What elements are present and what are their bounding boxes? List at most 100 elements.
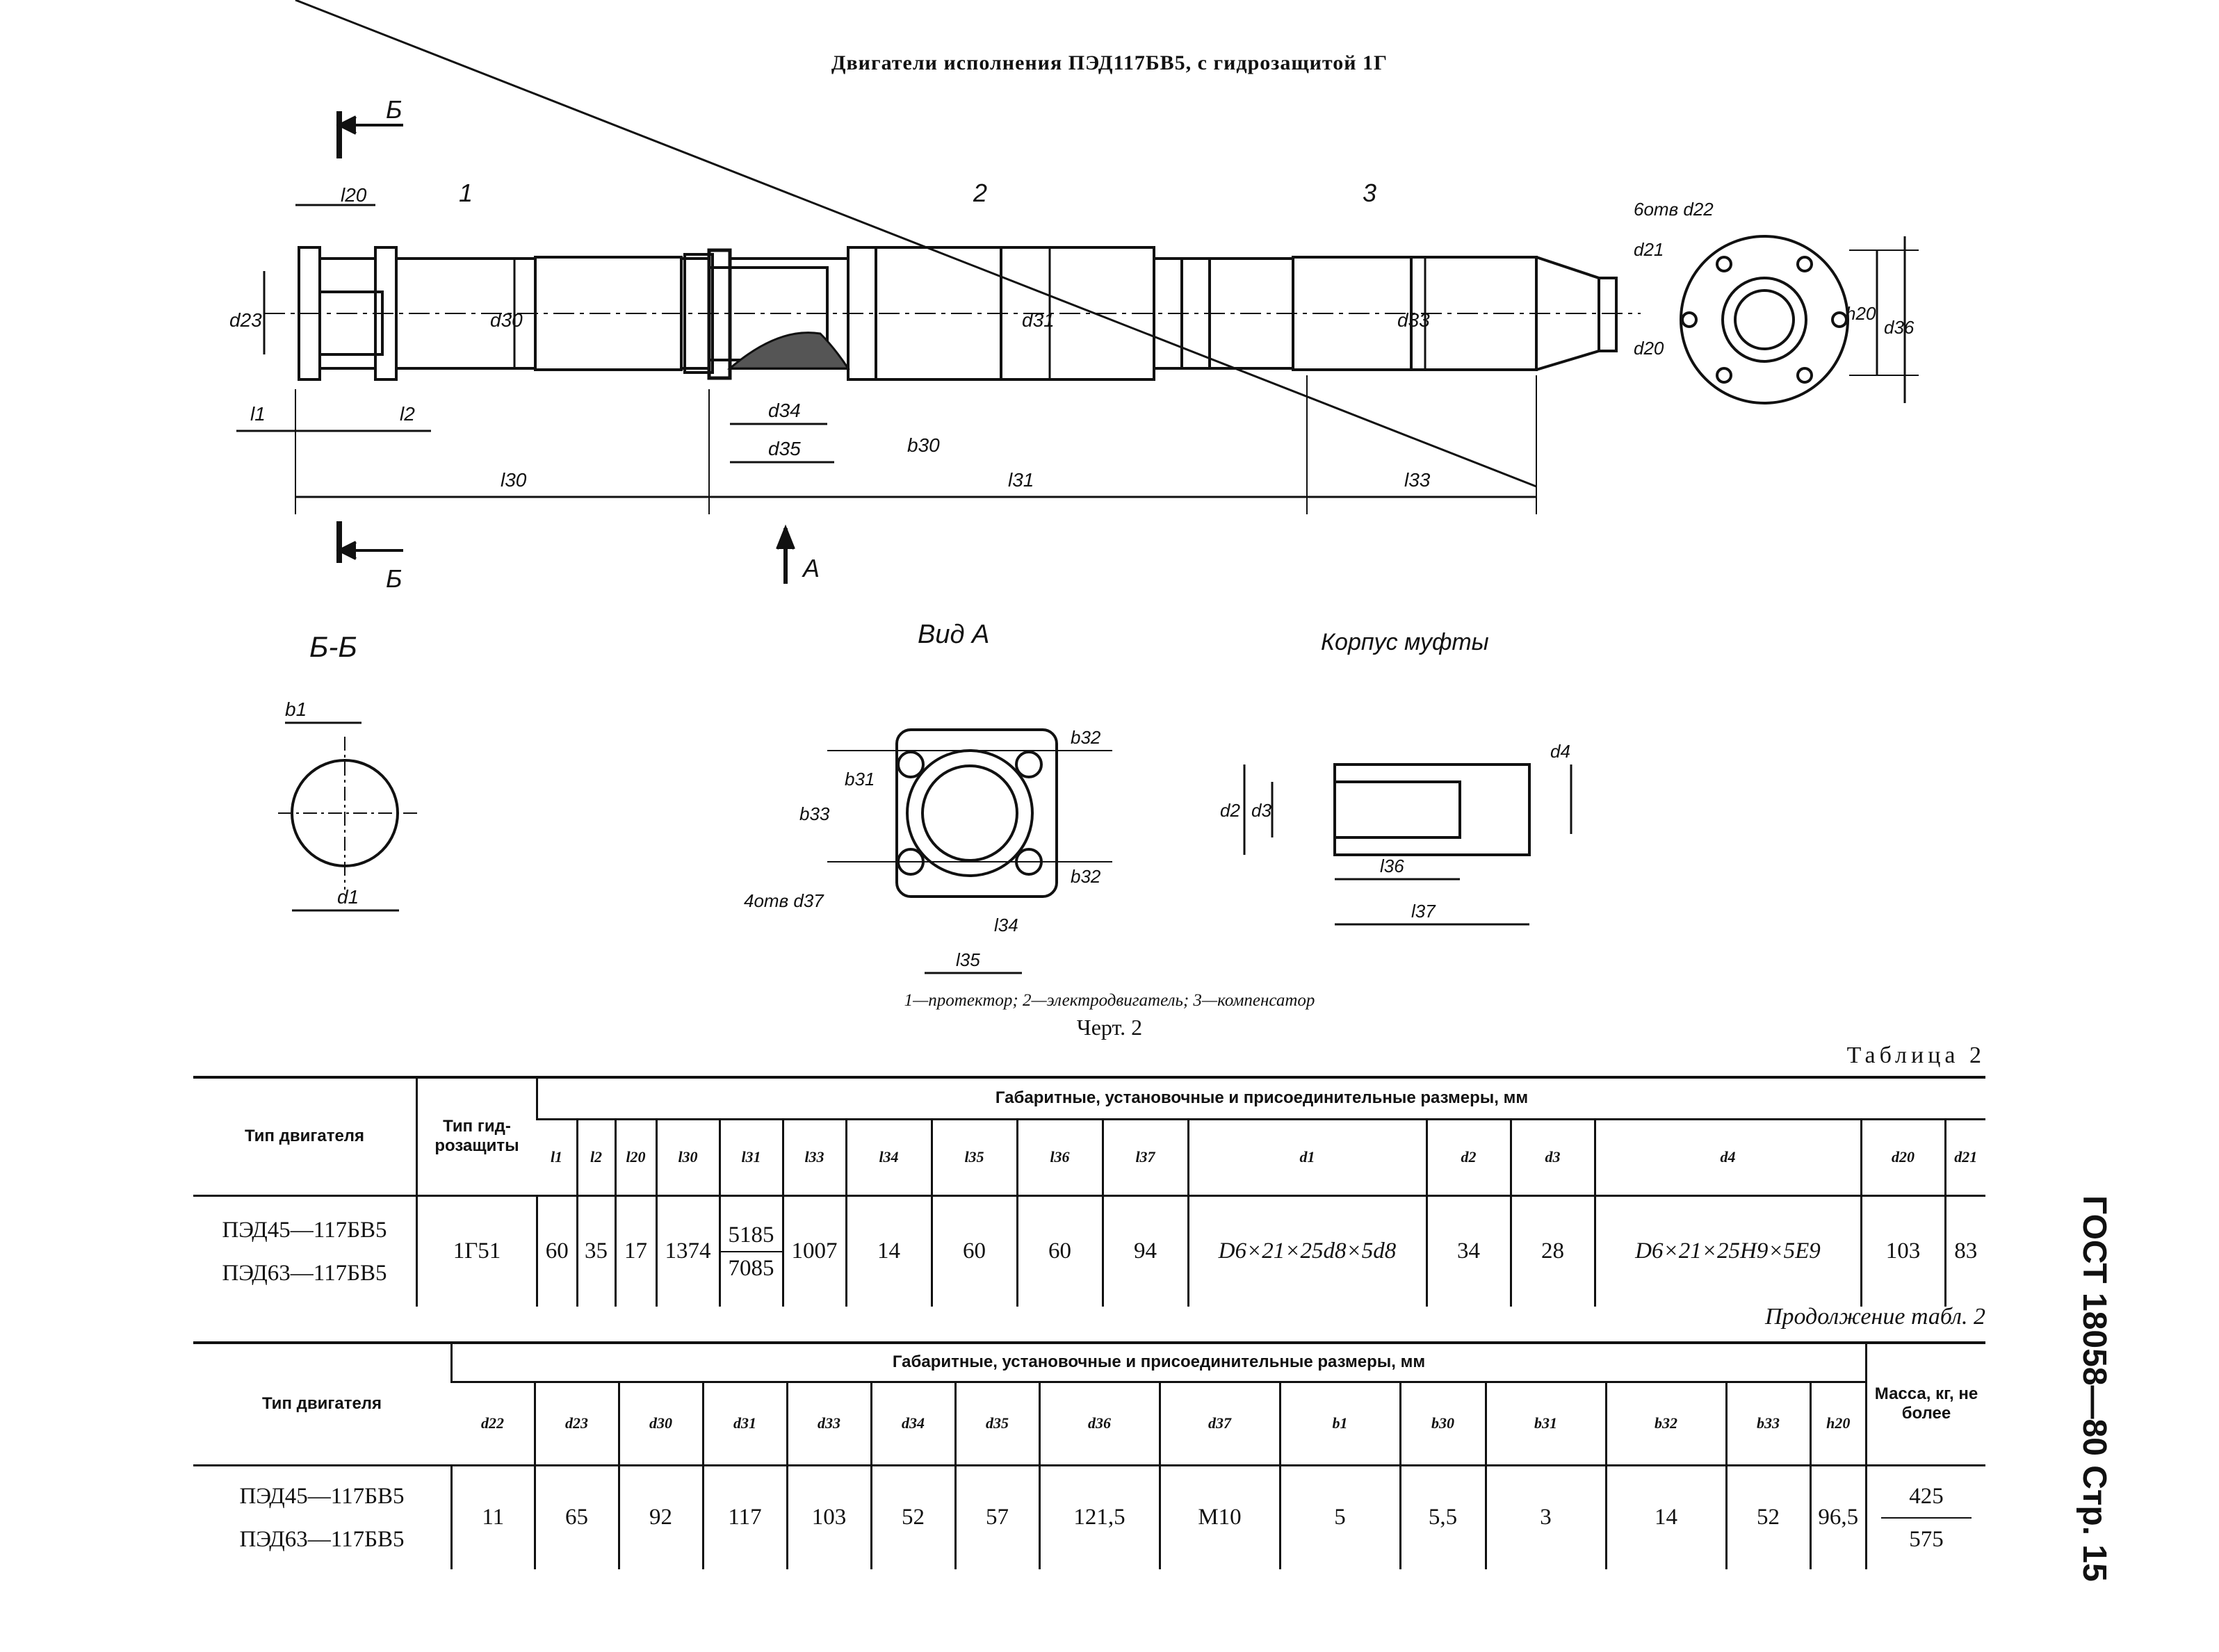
engine-name: ПЭД63—117БВ5	[239, 1526, 405, 1552]
col-dim-b32: b32	[1604, 1382, 1726, 1465]
val-b31: 3	[1484, 1464, 1606, 1569]
dim-d30: d30	[490, 309, 523, 331]
col-dim-d30: d30	[617, 1382, 703, 1465]
val-d1: D6×21×25d8×5d8	[1187, 1194, 1426, 1307]
col-engine-type: Тип двигателя	[261, 1394, 382, 1414]
dim-l37: l37	[1411, 901, 1436, 922]
col-dim-b1: b1	[1278, 1382, 1400, 1465]
val-d3: 28	[1509, 1194, 1595, 1307]
val-d30: 92	[617, 1464, 703, 1569]
view-a-label: Вид А	[918, 620, 989, 649]
col-dim-d4: d4	[1593, 1119, 1861, 1195]
dim-d33: d33	[1397, 309, 1430, 331]
val-l37: 94	[1101, 1194, 1188, 1307]
val-l36: 60	[1016, 1194, 1103, 1307]
val-l20: 17	[614, 1194, 656, 1307]
dim-6otv-d22: 6отв d22	[1634, 199, 1714, 220]
engine-name: ПЭД63—117БВ5	[222, 1260, 387, 1286]
col-dim-l1: l1	[550, 1148, 563, 1166]
col-dim-b30: b30	[1399, 1382, 1486, 1465]
col-dim-d36: d36	[1038, 1382, 1160, 1465]
figure-caption: 1—протектор; 2—электродвигатель; 3—компе…	[904, 991, 1315, 1010]
page-title: Двигатели исполнения ПЭД117БВ5, с гидроз…	[831, 51, 1388, 74]
val-l33: 1007	[781, 1194, 846, 1307]
section-mark-bottom: Б	[386, 564, 402, 593]
col-dim-l33: l33	[781, 1119, 846, 1195]
callout-compensator: 3	[1363, 179, 1376, 207]
section-label: Б-Б	[309, 630, 357, 663]
dim-4otv-d37: 4отв d37	[744, 890, 824, 911]
col-dim-l35: l35	[930, 1119, 1017, 1195]
val-l31: 5185 7085	[718, 1194, 783, 1307]
val-l34: 14	[845, 1194, 932, 1307]
engine-list: ПЭД45—117БВ5 ПЭД63—117БВ5	[193, 1464, 452, 1569]
val-b30: 5,5	[1399, 1464, 1486, 1569]
col-dim-l2: l2	[576, 1119, 615, 1195]
col-dim-d21: d21	[1944, 1119, 1985, 1195]
dim-l20: l20	[341, 184, 367, 206]
dim-b32-top: b32	[1071, 727, 1101, 748]
dim-b33: b33	[799, 803, 830, 824]
dim-l30: l30	[501, 469, 527, 491]
val-mass: 425 575	[1865, 1464, 1985, 1569]
val-d35: 57	[954, 1464, 1039, 1569]
side-standard-label: ГОСТ 18058—80 Стр. 15	[2076, 1195, 2113, 1582]
callout-protector: 1	[459, 179, 473, 207]
dim-d20: d20	[1634, 338, 1664, 359]
col-engine-type: Тип двигателя	[244, 1127, 365, 1146]
val-l35: 60	[930, 1194, 1017, 1307]
dim-l31: l31	[1008, 469, 1034, 491]
val-mass-b: 575	[1909, 1526, 1944, 1552]
val-l31-a: 5185	[720, 1219, 782, 1252]
col-dim-l20: l20	[614, 1119, 656, 1195]
dim-d36: d36	[1884, 317, 1915, 338]
dim-b30: b30	[907, 434, 940, 456]
dim-d35: d35	[768, 438, 801, 459]
dim-d1: d1	[337, 886, 359, 908]
dim-d4: d4	[1550, 741, 1570, 762]
val-mass-a: 425	[1881, 1475, 1972, 1519]
col-group-dims: Габаритные, установочные и присоединител…	[536, 1079, 1985, 1120]
col-mass: Масса, кг, не более	[1865, 1344, 1985, 1465]
val-d37: M10	[1158, 1464, 1280, 1569]
assembly-drawing: Б Б 1 2 3 A l20 d23 d30 d31 d33 l1 l2 d3…	[229, 0, 1919, 974]
col-dim-d35: d35	[954, 1382, 1039, 1465]
col-dim-d33: d33	[786, 1382, 871, 1465]
val-b1: 5	[1278, 1464, 1400, 1569]
figure-number: Черт. 2	[1076, 1015, 1143, 1040]
val-d2: 34	[1425, 1194, 1511, 1307]
table-main: Тип двигателя Тип гид-розащиты Габаритны…	[193, 1079, 1985, 1307]
col-dim-d31: d31	[701, 1382, 787, 1465]
dim-b32-bottom: b32	[1071, 866, 1101, 887]
dim-d31: d31	[1022, 309, 1055, 331]
val-b32: 14	[1604, 1464, 1726, 1569]
val-d34: 52	[870, 1464, 955, 1569]
col-dim-b31: b31	[1484, 1382, 1606, 1465]
dim-b1: b1	[285, 698, 307, 720]
val-h20: 96,5	[1809, 1464, 1867, 1569]
col-dim-d3: d3	[1509, 1119, 1595, 1195]
dim-d21: d21	[1634, 239, 1664, 260]
col-dim-d20: d20	[1860, 1119, 1945, 1195]
section-mark-top: Б	[386, 95, 402, 124]
view-arrow-label: A	[802, 554, 820, 582]
col-dim-d23: d23	[533, 1382, 619, 1465]
col-dim-d2: d2	[1425, 1119, 1511, 1195]
val-d21: 83	[1944, 1194, 1985, 1307]
dim-d34: d34	[768, 400, 801, 421]
val-b33: 52	[1725, 1464, 1810, 1569]
val-l31-b: 7085	[728, 1255, 774, 1281]
col-dim-b33: b33	[1725, 1382, 1810, 1465]
table-label: Таблица 2	[1846, 1042, 1985, 1068]
col-dim-l30: l30	[655, 1119, 720, 1195]
col-dim-d34: d34	[870, 1382, 955, 1465]
col-dim-d1: d1	[1187, 1119, 1426, 1195]
val-l30: 1374	[655, 1194, 720, 1307]
col-dim-l36: l36	[1016, 1119, 1103, 1195]
val-d22: 11	[450, 1464, 535, 1569]
val-d20: 103	[1860, 1194, 1945, 1307]
dim-l36: l36	[1380, 856, 1404, 876]
col-dim-d37: d37	[1158, 1382, 1280, 1465]
callout-motor: 2	[973, 179, 987, 207]
table-continuation: Тип двигателя Габаритные, установочные и…	[193, 1344, 1985, 1569]
